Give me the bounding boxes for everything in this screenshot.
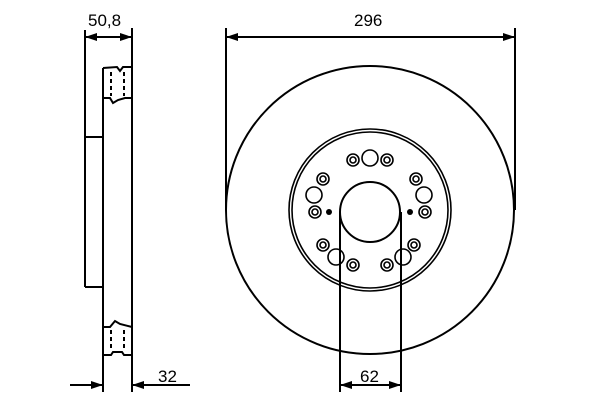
hub-outer-circle bbox=[288, 128, 452, 292]
min-thickness-label: 32 bbox=[158, 367, 177, 386]
thickness-label: 50,8 bbox=[88, 11, 122, 30]
hub-inner-circle bbox=[291, 131, 449, 289]
disc-outer-circle bbox=[225, 65, 515, 355]
side-view bbox=[70, 28, 190, 392]
locator-dot-left bbox=[326, 209, 332, 215]
center-bore-circle bbox=[339, 181, 401, 243]
plain-holes bbox=[305, 149, 433, 266]
front-view bbox=[225, 28, 516, 392]
locator-dot-right bbox=[407, 209, 413, 215]
diameter-label: 296 bbox=[354, 11, 383, 30]
bolt-holes bbox=[308, 153, 432, 272]
center-bore-label: 62 bbox=[360, 367, 379, 386]
